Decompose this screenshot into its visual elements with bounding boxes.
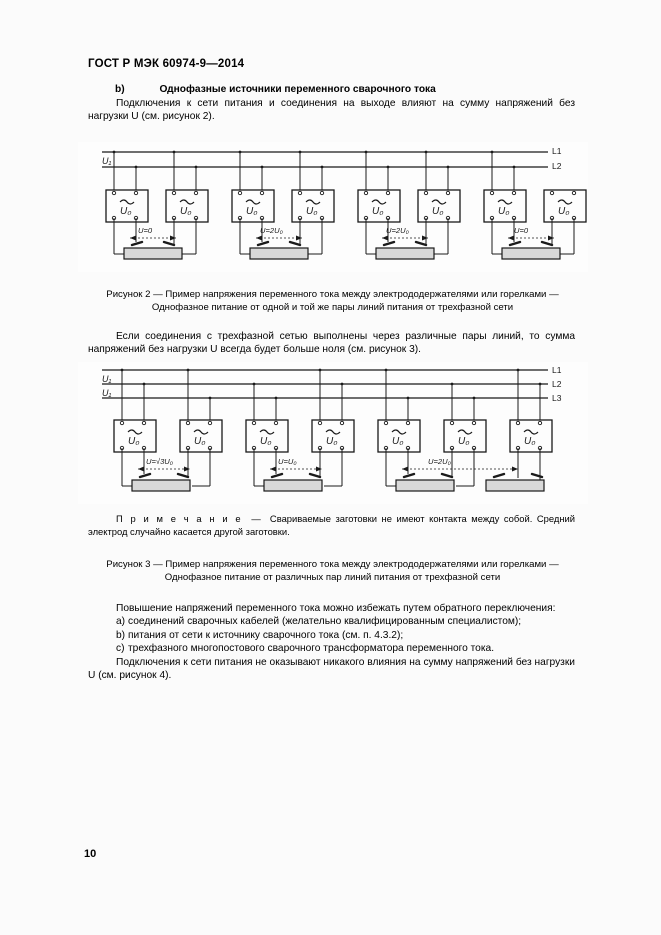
workpiece-group: [131, 479, 545, 492]
note-paragraph: П р и м е ч а н и е — Свариваемые загото…: [88, 512, 575, 538]
note-lead: П р и м е ч а н и е: [116, 513, 243, 524]
section-b-marker: b): [115, 84, 125, 95]
tail-intro: Повышение напряжений переменного тока мо…: [116, 603, 556, 614]
figure-2-measurement-1: U=0: [138, 226, 153, 235]
source-box-label: U₀: [326, 436, 337, 447]
source-box-label: U₀: [392, 436, 403, 447]
figure-3-caption-line1: Рисунок 3 — Пример напряжения переменног…: [106, 559, 559, 570]
note-block: П р и м е ч а н и е — Свариваемые загото…: [88, 512, 575, 538]
figure-3-measurement-2: U=U₀: [278, 457, 297, 466]
section-b-heading: b) Однофазные источники переменного сваро…: [88, 84, 575, 95]
figure-2-caption: Рисунок 2 — Пример напряжения переменног…: [60, 288, 605, 314]
list-item: c)трехфазного многопостового сварочного …: [88, 642, 575, 655]
figure-3-schematic: U₁ U₁ L1 L2 L3 U₀ U₀ U₀ U₀ U₀ U₀ U₀ U=√3…: [102, 365, 562, 492]
figure-3-source-label-2: U₁: [102, 388, 111, 398]
figure-3-line-label-l1: L1: [552, 365, 562, 375]
list-item-marker: b): [116, 629, 126, 641]
page-number: 10: [84, 848, 97, 860]
source-box-label: U₀: [432, 206, 443, 217]
source-box-label: U₀: [372, 206, 383, 217]
tail-block: Повышение напряжений переменного тока мо…: [88, 602, 575, 682]
source-box-label: U₀: [246, 206, 257, 217]
list-item-marker: c): [116, 643, 125, 655]
source-box-label: U₀: [524, 436, 535, 447]
source-box-label: U₀: [498, 206, 509, 217]
figure-2-measurement-4: U=0: [514, 226, 529, 235]
source-box-label: U₀: [120, 206, 131, 217]
source-box-label: U₀: [180, 206, 191, 217]
source-box-label: U₀: [128, 436, 139, 447]
figure-3-diagram: U₁ U₁ L1 L2 L3 U₀ U₀ U₀ U₀ U₀ U₀ U₀ U=√3…: [78, 362, 588, 504]
figure-2-schematic: U₁ L1 L2 U₀ U₀ U₀ U₀ U₀ U₀ U₀ U₀ U=0 U=2…: [102, 146, 587, 260]
list-item: a)соединений сварочных кабелей (желатель…: [88, 615, 575, 628]
section-b-title: Однофазные источники переменного сварочн…: [159, 84, 436, 95]
source-box-label: U₀: [306, 206, 317, 217]
figure-3-caption-line2: Однофазное питание от различных пар лини…: [164, 572, 501, 583]
source-box-label: U₀: [558, 206, 569, 217]
list-item-marker: a): [116, 616, 126, 628]
figure-3-line-label-l3: L3: [552, 393, 562, 403]
figure-2-line-label-l2: L2: [552, 161, 562, 171]
note-text: Свариваемые заготовки не имеют контакта …: [88, 513, 575, 537]
note-dash-spacer: [242, 513, 251, 524]
paragraph-mid: Если соединения с трехфазной сетью выпол…: [88, 331, 575, 356]
note-dash: —: [251, 513, 261, 524]
figure-3-measurement-3: U=2U₀: [428, 457, 451, 466]
figure-2-caption-line1: Рисунок 2 — Пример напряжения переменног…: [106, 289, 559, 300]
figure-2-caption-line2: Однофазное питание от одной и той же пар…: [151, 302, 514, 313]
list-item-text: трехфазного многопостового сварочного тр…: [128, 643, 495, 655]
figure-3-source-label-1: U₁: [102, 374, 111, 384]
figure-2-source-label: U₁: [102, 156, 111, 166]
note-dash-spacer2: [261, 513, 270, 524]
section-b-block: b) Однофазные источники переменного сваро…: [88, 84, 575, 124]
paragraph-mid-block: Если соединения с трехфазной сетью выпол…: [88, 330, 575, 357]
figure-3-measurement-1: U=√3U₀: [146, 457, 173, 466]
list-item: b)питания от сети к источнику сварочного…: [88, 629, 575, 642]
source-box-label: U₀: [260, 436, 271, 447]
list-item-text: питания от сети к источнику сварочного т…: [128, 629, 404, 641]
tail-closing: Подключения к сети питания не оказывают …: [88, 656, 575, 682]
workpiece-group: [123, 247, 561, 260]
section-b-paragraph: Подключения к сети питания и соединения …: [88, 98, 575, 123]
figure-2-line-label-l1: L1: [552, 146, 562, 156]
figure-3-caption: Рисунок 3 — Пример напряжения переменног…: [60, 558, 605, 584]
source-box-label: U₀: [194, 436, 205, 447]
figure-2-diagram: U₁ L1 L2 U₀ U₀ U₀ U₀ U₀ U₀ U₀ U₀ U=0 U=2…: [78, 142, 588, 272]
figure-2-measurement-3: U=2U₀: [386, 226, 409, 235]
figure-3-line-label-l2: L2: [552, 379, 562, 389]
document-standard-header: ГОСТ Р МЭК 60974-9—2014: [88, 58, 245, 70]
figure-2-measurement-2: U=2U₀: [260, 226, 283, 235]
source-box-label: U₀: [458, 436, 469, 447]
list-item-text: соединений сварочных кабелей (желательно…: [128, 616, 522, 628]
